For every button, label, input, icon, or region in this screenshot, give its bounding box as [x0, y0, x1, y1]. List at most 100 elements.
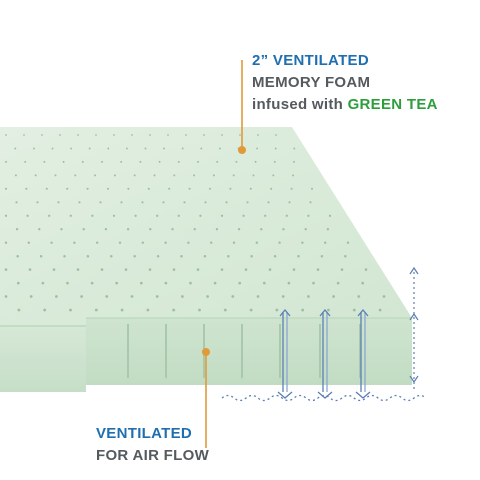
- vent-hole: [307, 295, 310, 298]
- vent-hole: [323, 241, 327, 244]
- vent-hole: [4, 214, 8, 217]
- vent-hole: [27, 241, 31, 244]
- vent-hole: [110, 254, 113, 258]
- vent-hole: [16, 254, 19, 258]
- vent-hole: [148, 268, 152, 271]
- vent-hole: [126, 228, 130, 231]
- vent-hole: [278, 241, 281, 244]
- vent-hole: [63, 254, 66, 258]
- vent-hole: [86, 254, 90, 258]
- vent-hole: [144, 147, 147, 150]
- vent-hole: [193, 228, 196, 231]
- vent-hole: [106, 187, 110, 190]
- vent-hole: [364, 268, 368, 271]
- vent-hole: [301, 241, 304, 244]
- vent-hole: [309, 201, 312, 204]
- vent-hole: [177, 214, 180, 217]
- callout-memory-foam: MEMORY FOAM: [252, 74, 371, 91]
- vent-hole: [172, 308, 176, 312]
- vent-hole: [268, 268, 272, 271]
- vent-hole: [203, 134, 205, 136]
- vent-hole: [254, 160, 257, 163]
- foam-top-surface: [0, 127, 412, 326]
- vent-hole: [28, 268, 32, 271]
- vent-hole: [346, 241, 350, 244]
- vent-hole: [310, 187, 314, 190]
- vent-hole: [216, 160, 219, 163]
- vent-hole: [101, 160, 103, 163]
- vent-hole: [208, 187, 212, 190]
- callout-ventilated-airflow: VENTILATED: [96, 425, 193, 442]
- vent-hole: [77, 134, 79, 136]
- leader-lines: [205, 60, 243, 448]
- vent-hole: [275, 308, 279, 312]
- vent-hole: [69, 308, 72, 312]
- vent-hole: [173, 174, 176, 177]
- vent-hole: [220, 268, 224, 271]
- vent-hole: [76, 268, 80, 271]
- vent-hole: [272, 174, 275, 177]
- vent-hole: [282, 228, 285, 231]
- vent-hole: [249, 308, 253, 312]
- vent-hole: [227, 254, 230, 258]
- height-arrow-icon: [409, 266, 419, 392]
- vent-hole: [74, 174, 77, 177]
- vent-hole: [255, 241, 259, 244]
- vent-hole: [238, 281, 242, 285]
- vent-hole: [218, 147, 221, 150]
- vent-hole: [127, 187, 130, 190]
- vent-hole: [220, 214, 224, 217]
- vent-hole: [301, 308, 305, 312]
- vent-hole: [113, 174, 116, 177]
- vent-hole: [43, 160, 46, 163]
- vent-hole: [273, 254, 277, 258]
- vent-hole: [115, 281, 119, 285]
- vent-hole: [100, 268, 104, 271]
- leader-dot-bottom: [202, 348, 210, 356]
- callout-green-tea: GREEN TEA: [347, 96, 438, 113]
- vent-hole: [14, 174, 17, 177]
- vent-hole: [149, 134, 151, 136]
- vent-hole: [326, 228, 330, 231]
- vent-hole: [156, 254, 160, 258]
- vent-hole: [304, 228, 307, 231]
- vent-hole: [203, 254, 207, 258]
- vent-hole: [164, 281, 168, 285]
- vent-hole: [45, 187, 48, 190]
- vent-hole: [168, 187, 171, 190]
- vent-hole: [361, 281, 365, 285]
- foam-front-block: [0, 326, 86, 392]
- top-callout: 2” VENTILATED MEMORY FOAM infused with G…: [252, 50, 438, 116]
- airflow-arrow-icon: [221, 308, 427, 402]
- vent-hole: [181, 295, 184, 298]
- vent-hole: [118, 241, 122, 244]
- vent-hole: [199, 214, 202, 217]
- vent-hole: [60, 228, 63, 231]
- bottom-callout: VENTILATED FOR AIR FLOW: [96, 423, 209, 467]
- vent-hole: [273, 160, 276, 163]
- vent-hole: [167, 134, 169, 136]
- vent-hole: [15, 228, 19, 231]
- vent-hole: [50, 241, 53, 244]
- vent-hole: [39, 254, 43, 258]
- vent-hole: [200, 147, 203, 150]
- vent-hole: [48, 214, 51, 217]
- vent-hole: [264, 214, 267, 217]
- vent-hole: [41, 134, 43, 136]
- vent-hole: [147, 187, 150, 190]
- vent-hole: [249, 187, 252, 190]
- vent-hole: [183, 201, 186, 204]
- callout-infused-line: infused with GREEN TEA: [252, 94, 438, 116]
- vent-hole: [172, 268, 176, 271]
- vent-hole: [328, 214, 332, 217]
- vent-hole: [223, 308, 227, 312]
- vent-hole: [94, 174, 97, 177]
- vent-hole: [66, 281, 69, 285]
- vent-hole: [149, 228, 152, 231]
- vent-hole: [105, 295, 109, 298]
- vent-hole: [141, 241, 145, 244]
- vent-hole: [275, 134, 277, 136]
- vent-hole: [15, 201, 18, 204]
- vent-hole: [242, 214, 245, 217]
